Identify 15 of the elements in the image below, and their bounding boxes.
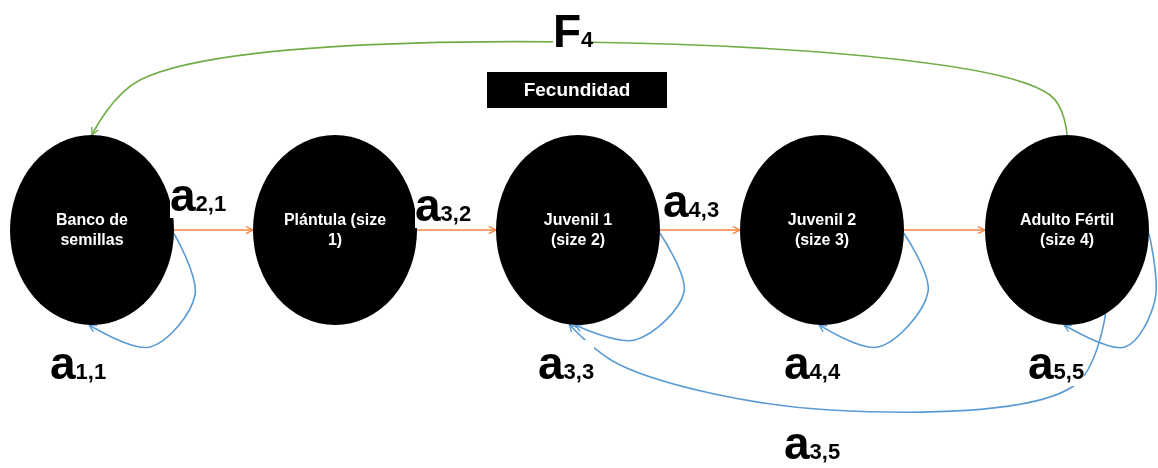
- state-ellipse: Juvenil 2 (size 3): [740, 135, 904, 325]
- label-box: Fecundidad: [487, 72, 667, 108]
- arrow: [659, 225, 741, 235]
- arrow: [416, 225, 497, 235]
- arrow: [818, 232, 929, 349]
- arrow: [91, 40, 1068, 136]
- state-ellipse: Adulto Fértil (size 4): [985, 135, 1149, 325]
- arrow: [173, 225, 254, 235]
- state-ellipse: Juvenil 1 (size 2): [496, 135, 660, 325]
- arrow: [88, 232, 197, 349]
- arrow: [568, 313, 1107, 413]
- state-ellipse: Plántula (size 1): [253, 135, 417, 325]
- arrow: [1063, 232, 1157, 349]
- arrow: [903, 225, 986, 235]
- arrow: [574, 232, 686, 342]
